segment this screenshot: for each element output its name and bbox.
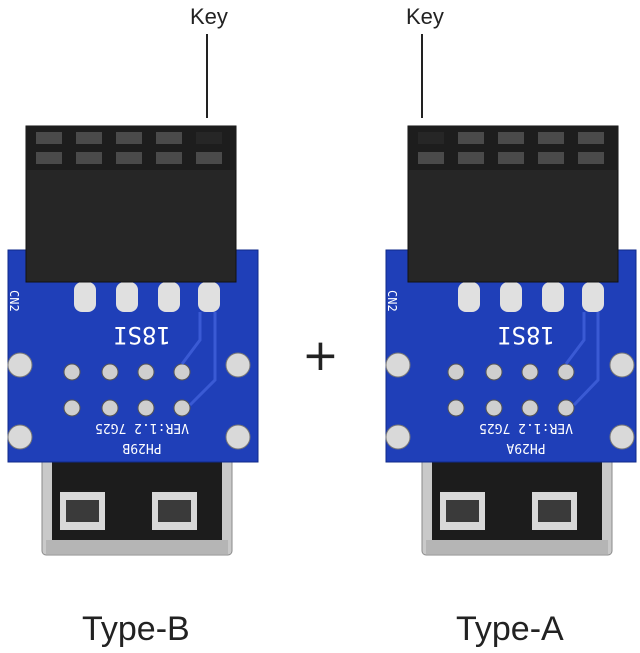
plus-sign: + bbox=[302, 330, 339, 381]
left-board-marking: 18SI bbox=[113, 321, 171, 349]
left-adapter: CN2 18SI VER:1.2 7G25 PH29B bbox=[7, 125, 259, 556]
type-b-label: Type-B bbox=[82, 610, 190, 648]
type-a-label: Type-A bbox=[456, 610, 564, 648]
left-key-label: Key bbox=[190, 4, 228, 29]
left-version-text: VER:1.2 7G25 bbox=[95, 420, 189, 435]
right-board-marking: 18SI bbox=[497, 321, 555, 349]
right-model-text: PH29A bbox=[506, 440, 545, 455]
right-cn2-text: CN2 bbox=[385, 290, 399, 312]
left-model-text: PH29B bbox=[122, 440, 161, 455]
right-version-text: VER:1.2 7G25 bbox=[479, 420, 573, 435]
left-cn2-text: CN2 bbox=[7, 290, 21, 312]
right-adapter: CN2 18SI VER:1.2 7G25 PH29A bbox=[385, 125, 637, 556]
right-key-label: Key bbox=[406, 4, 444, 29]
